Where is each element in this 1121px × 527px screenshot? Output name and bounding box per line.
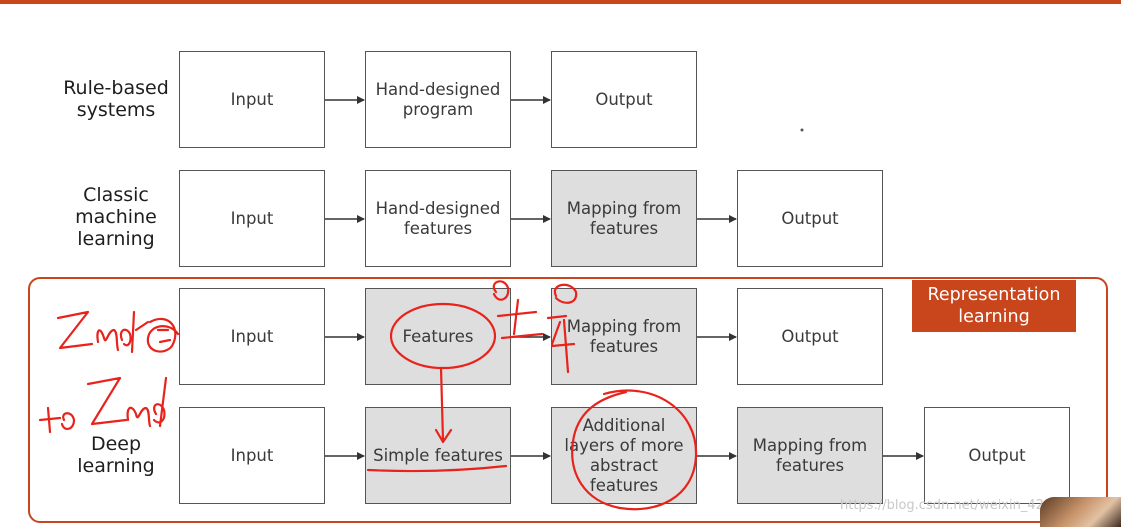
classic-mapping-box: Mapping from features	[551, 170, 697, 267]
stray-dot	[800, 128, 804, 132]
rep-mapping-box: Mapping from features	[551, 288, 697, 385]
webcam-thumbnail	[1040, 497, 1121, 527]
classic-output-box: Output	[737, 170, 883, 267]
rule-output-box: Output	[551, 51, 697, 148]
flow-arrows	[325, 96, 924, 460]
deep-output-box: Output	[924, 407, 1070, 504]
rule-program-box: Hand-designed program	[365, 51, 511, 148]
deep-simple-features-box: Simple features	[365, 407, 511, 504]
circle-features	[389, 302, 497, 370]
rule-input-box: Input	[179, 51, 325, 148]
arrow-features-to-simple	[434, 366, 453, 444]
deep-input-box: Input	[179, 407, 325, 504]
rep-input-box: Input	[179, 288, 325, 385]
top-accent-bar	[0, 0, 1121, 4]
handwritten-annotations	[38, 280, 698, 511]
representation-learning-frame	[28, 277, 1108, 523]
rep-output-box: Output	[737, 288, 883, 385]
row-label-rule-based: Rule-based systems	[63, 77, 169, 121]
handwriting-end-upper	[56, 310, 180, 354]
representation-learning-badge: Representation learning	[912, 280, 1076, 332]
handwriting-scribble-mapping	[492, 280, 578, 374]
classic-features-box: Hand-designed features	[365, 170, 511, 267]
circle-abstract-layers	[571, 389, 698, 511]
handwriting-to-end-lower	[38, 376, 168, 434]
classic-input-box: Input	[179, 170, 325, 267]
row-label-classic-ml: Classic machine learning	[75, 184, 157, 250]
underline-simple-features	[366, 464, 508, 473]
watermark: https://blog.csdn.net/weixin_42989738	[840, 498, 1094, 513]
deep-mapping-box: Mapping from features	[737, 407, 883, 504]
deep-abstract-layers-box: Additional layers of more abstract featu…	[551, 407, 697, 504]
row-label-deep-learning: Deep learning	[77, 433, 155, 477]
